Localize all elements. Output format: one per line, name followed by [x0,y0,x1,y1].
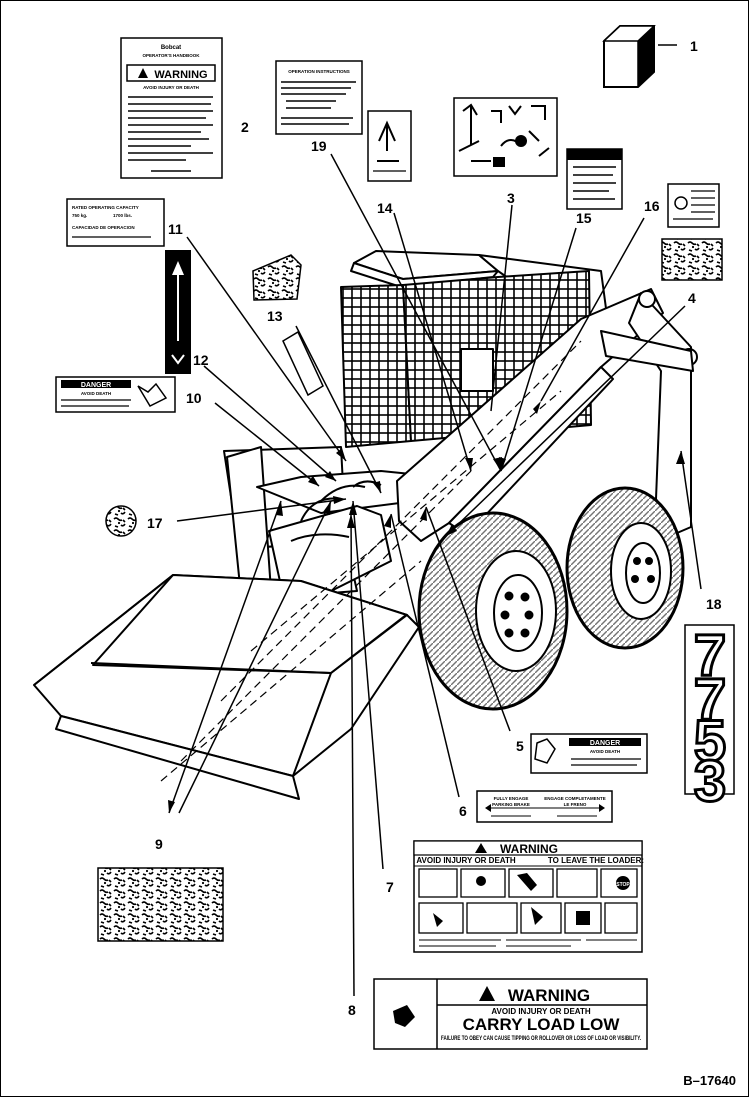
decal-6-parking-brake: FULLY ENGAGE PARKING BRAKE ENGAGE COMPLE… [476,790,613,823]
manual-warning-sub: AVOID INJURY OR DEATH [143,85,199,90]
danger-left-sub: AVOID DEATH [81,391,111,396]
callout-leaders [168,44,702,997]
decal-2-operators-handbook: Bobcat OPERATOR'S HANDBOOK WARNING AVOID… [120,37,223,179]
callout-8: 8 [348,1002,356,1018]
decal-3-control-pictorial [453,97,558,177]
decal-speckled-right [661,238,723,281]
warning-carry-title: WARNING [508,986,590,1005]
manual-brand: Bobcat [161,45,181,51]
decal-17-round [105,505,137,537]
model-digit-1: 7 [694,623,726,688]
decal-speckled-9 [97,867,224,942]
decal-lift-arrow [165,250,191,374]
rated-capacity-line2: 750 kg. [72,213,87,218]
brake-line2: PARKING BRAKE [492,802,530,807]
callout-13: 13 [267,308,283,324]
callout-17: 17 [147,515,163,531]
danger-left-title: DANGER [81,382,111,389]
brake-line3: ENGAGE COMPLETAMENTE [544,796,605,801]
rated-capacity-line3: 1700 lbs. [113,213,132,218]
callout-1: 1 [690,38,698,54]
callout-14: 14 [377,200,393,216]
decal-control-panel [566,148,623,210]
warning-large-stop: STOP [616,882,630,888]
decal-5-danger: DANGER AVOID DEATH [530,733,648,774]
warning-carry-body: FAILURE TO OBEY CAN CAUSE TIPPING OR ROL… [441,1035,641,1042]
warning-carry-main: CARRY LOAD LOW [463,1015,621,1034]
danger-right-sub: AVOID DEATH [590,749,620,754]
decal-small-figure [367,110,412,182]
callout-9: 9 [155,836,163,852]
callout-11: 11 [168,221,183,237]
instructions-title: OPERATION INSTRUCTIONS [288,69,349,74]
callout-12: 12 [193,352,209,368]
callout-2: 2 [241,119,249,135]
warning-carry-sub: AVOID INJURY OR DEATH [491,1007,590,1016]
decal-rated-capacity: RATED OPERATING CAPACITY 750 kg. 1700 lb… [66,198,165,247]
callout-7: 7 [386,879,394,895]
callout-5: 5 [516,738,524,754]
brake-line1: FULLY ENGAGE [494,796,529,801]
rated-capacity-line4: CAPACIDAD DE OPERACION [72,225,135,230]
callout-numbers: 1 2 3 4 5 6 7 8 9 10 11 12 13 14 15 16 1… [147,38,722,1018]
callout-6: 6 [459,803,467,819]
brake-line4: LE FRENO [564,802,587,807]
callout-10: 10 [186,390,202,406]
leader-arrowheads [168,401,685,813]
manual-title: OPERATOR'S HANDBOOK [143,53,201,58]
callout-18: 18 [706,596,722,612]
callout-19: 19 [311,138,327,154]
warning-large-sub: AVOID INJURY OR DEATH [416,856,515,865]
callout-15: 15 [576,210,592,226]
rated-capacity-line1: RATED OPERATING CAPACITY [72,205,139,210]
callout-16: 16 [644,198,660,214]
figure-id: B–17640 [683,1073,736,1088]
manual-warning: WARNING [154,69,207,81]
decal-danger-left: DANGER AVOID DEATH [55,376,176,413]
decal-1-box [602,25,656,88]
loader-illustration [33,250,698,800]
model-digit-2: 7 [694,667,726,732]
decal-speckled-left [252,254,302,301]
callout-4: 4 [688,290,696,306]
decal-model-number: 7 7 5 3 [684,622,735,816]
callout-3: 3 [507,190,515,206]
model-digit-3: 5 [694,709,726,774]
model-digit-4: 3 [694,749,726,814]
decal-19-operation-instructions: OPERATION INSTRUCTIONS [275,60,363,135]
decal-8-warning-carry-load-low: WARNING AVOID INJURY OR DEATH CARRY LOAD… [373,978,648,1050]
warning-large-leave: TO LEAVE THE LOADER: [548,856,644,865]
decal-7-warning-leave-loader: WARNING AVOID INJURY OR DEATH TO LEAVE T… [413,840,644,953]
danger-right-title: DANGER [590,740,620,747]
decal-16-service [667,183,720,228]
warning-large-title: WARNING [500,842,558,856]
decal-13-strip [282,330,324,397]
